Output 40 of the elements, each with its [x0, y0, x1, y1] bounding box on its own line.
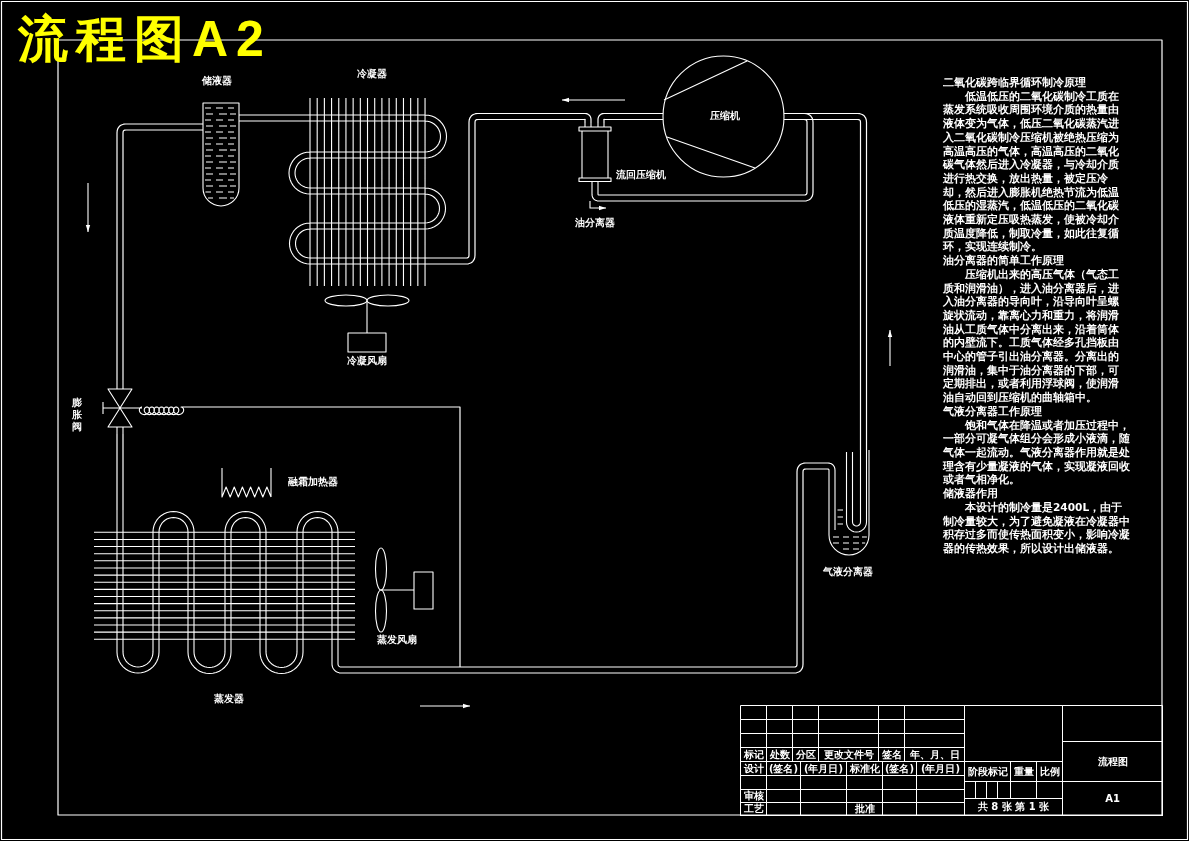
section-heading: 储液器作用 — [943, 487, 998, 501]
table-cell: (签名) — [882, 761, 917, 776]
table-cell: A1 — [1062, 781, 1163, 816]
paragraph: 本设计的制冷量是2400L，由于制冷量较大，为了避免凝液在冷凝器中积存过多而使传热面积变小，影响冷凝器的传热效果，所以设计出储液器。 — [943, 500, 1131, 556]
pipe — [447, 112, 592, 265]
paragraph: 压缩机出来的高压气体（气态工质和润滑油），进入油分离器后，进入油分离器的导向叶，沿导向叶呈螺旋状流动，靠离心力和重力，将润滑油从工质气体中分离出来，沿着筒体的内壁流下。工质气体经多孔挡板由中心的管子引出油分离器。分离出的润滑油，集中于油分离器的下部，可定期排出，或者利用浮球阀，使润滑油自动回到压缩机的曲轴箱中。 — [943, 267, 1120, 405]
pipe — [116, 123, 204, 381]
title: 流程图A2 — [18, 10, 272, 68]
capillary-line — [182, 406, 461, 668]
pipe — [597, 112, 664, 124]
paragraph: 低温低压的二氧化碳制冷工质在蒸发系统吸收周围环境介质的热量由液体变为气体，低压二氧化碳蒸汽进入二氧化碳制冷压缩机被绝热压缩为高温高压的气体，高温高压的二氧化碳气体然后进入冷凝器，与冷却介质进行热交换，放出热量，被定压冷却，然后进入膨胀机绝热节流为低温低压的湿蒸汽，低温低压的二氧化碳液体重新定压吸热蒸发，使被冷却介质温度降低，制取冷量，如此往复循环，实现连续制冷。 — [943, 89, 1120, 254]
component-label: 冷凝器 — [357, 68, 387, 80]
note-text: 流回压缩机 — [616, 169, 666, 181]
section-heading: 油分离器的简单工作原理 — [943, 254, 1064, 268]
table-cell: 共 8 张 第 1 张 — [964, 798, 1063, 816]
pipe — [613, 112, 814, 202]
pipe — [116, 433, 124, 511]
pipe — [354, 462, 824, 674]
table-cell: 分区 — [792, 747, 819, 762]
section-heading: 气液分离器工作原理 — [943, 404, 1042, 419]
table-cell: 标记 — [740, 747, 767, 762]
paragraph: 饱和气体在降温或者加压过程中，一部分可凝气体组分会形成小液滴，随气体一起流动。气液分离器作用就是处理含有少量凝液的气体，实现凝液回收或者气相净化。 — [943, 418, 1131, 487]
table-cell: 标准化 — [846, 761, 883, 776]
component-label: 蒸发风扇 — [377, 634, 417, 646]
table-cell: 审核 — [740, 789, 767, 803]
table-cell: (签名) — [766, 761, 801, 776]
component-label: 气液分离器 — [823, 566, 873, 578]
component-label: 融霜加热器 — [288, 476, 338, 488]
component-label: 膨胀阀 — [72, 397, 82, 433]
component-label: 蒸发器 — [214, 693, 244, 705]
table-cell: 处数 — [766, 747, 793, 762]
pipe — [238, 114, 289, 122]
component-label: 油分离器 — [575, 217, 615, 229]
table-cell: 设计 — [740, 761, 767, 776]
component-label: 冷凝风扇 — [347, 355, 387, 367]
component-label: 储液器 — [202, 75, 232, 87]
table-cell: 工艺 — [740, 802, 767, 816]
component-label: 压缩机 — [710, 110, 740, 122]
section-heading: 二氧化碳跨临界循环制冷原理 — [943, 76, 1086, 90]
table-cell: 批准 — [846, 802, 883, 816]
